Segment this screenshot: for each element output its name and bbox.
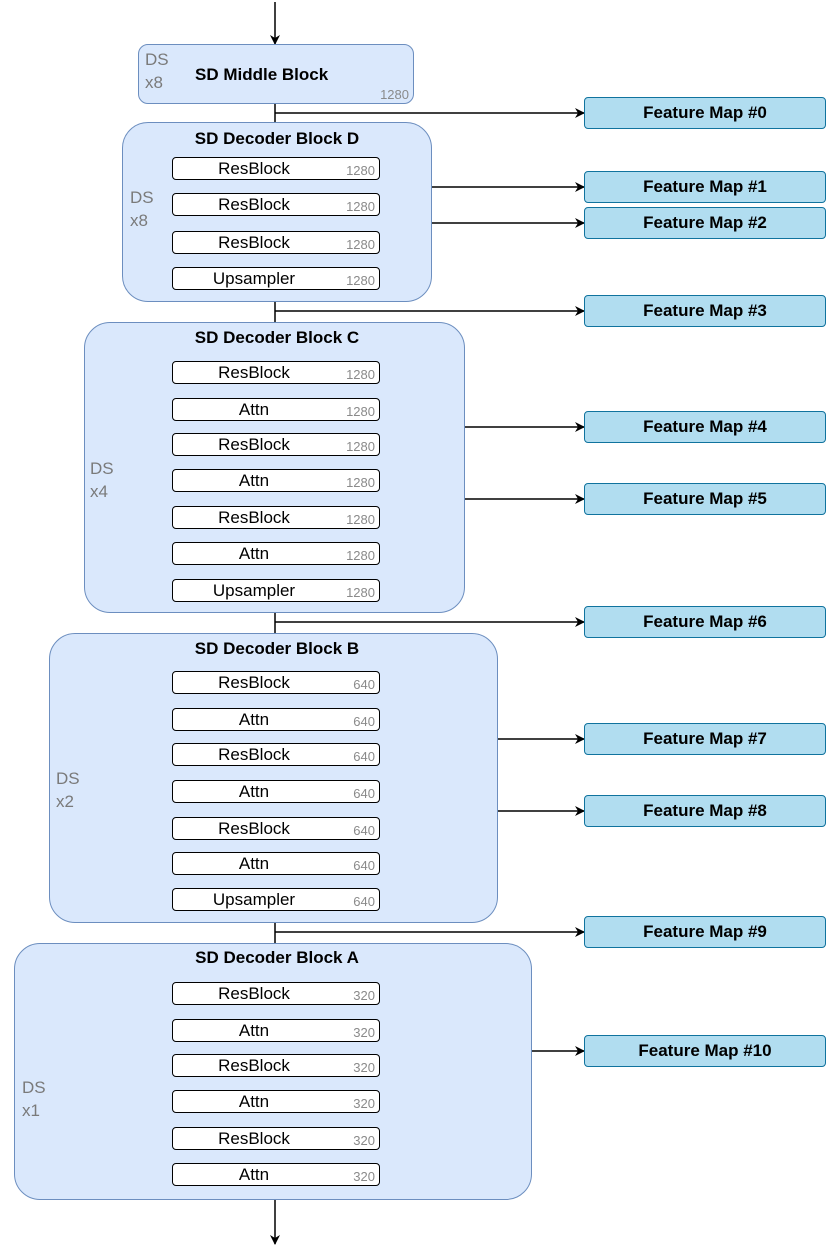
- layer-name: Attn: [238, 1021, 270, 1040]
- layer-resblock: ResBlock 1280: [172, 193, 380, 216]
- layer-name: ResBlock: [218, 363, 290, 382]
- layer-name: Attn: [238, 400, 270, 419]
- layer-channels: 640: [353, 677, 375, 692]
- middle-block-dim: 1280: [380, 87, 409, 102]
- feature-map-9: Feature Map #9: [584, 916, 826, 948]
- layer-name: ResBlock: [218, 233, 290, 252]
- layer-attn: Attn 320: [172, 1019, 380, 1042]
- layer-channels: 1280: [346, 237, 375, 252]
- feature-map-1: Feature Map #1: [584, 171, 826, 203]
- layer-channels: 1280: [346, 404, 375, 419]
- feature-map-4: Feature Map #4: [584, 411, 826, 443]
- feature-map-5: Feature Map #5: [584, 483, 826, 515]
- layer-channels: 320: [353, 1025, 375, 1040]
- layer-resblock: ResBlock 1280: [172, 506, 380, 529]
- layer-name: ResBlock: [218, 1129, 290, 1148]
- layer-name: ResBlock: [218, 819, 290, 838]
- layer-name: ResBlock: [218, 673, 290, 692]
- layer-name: Upsampler: [212, 890, 296, 909]
- layer-name: Attn: [238, 710, 270, 729]
- layer-channels: 1280: [346, 512, 375, 527]
- feature-map-10: Feature Map #10: [584, 1035, 826, 1067]
- layer-upsampler: Upsampler 1280: [172, 579, 380, 602]
- layer-attn: Attn 1280: [172, 469, 380, 492]
- layer-resblock: ResBlock 1280: [172, 433, 380, 456]
- layer-attn: Attn 320: [172, 1163, 380, 1186]
- layer-channels: 640: [353, 786, 375, 801]
- middle-block-ds-label: DS x8: [145, 50, 169, 92]
- layer-channels: 1280: [346, 367, 375, 382]
- layer-channels: 1280: [346, 163, 375, 178]
- layer-attn: Attn 640: [172, 780, 380, 803]
- feature-map-7: Feature Map #7: [584, 723, 826, 755]
- layer-attn: Attn 1280: [172, 398, 380, 421]
- layer-channels: 1280: [346, 548, 375, 563]
- layer-channels: 1280: [346, 585, 375, 600]
- decoder-block-title: SD Decoder Block C: [194, 328, 360, 347]
- feature-map-6: Feature Map #6: [584, 606, 826, 638]
- feature-map-8: Feature Map #8: [584, 795, 826, 827]
- layer-name: ResBlock: [218, 159, 290, 178]
- layer-name: Attn: [238, 854, 270, 873]
- layer-channels: 640: [353, 823, 375, 838]
- layer-channels: 320: [353, 1096, 375, 1111]
- layer-channels: 1280: [346, 439, 375, 454]
- layer-resblock: ResBlock 320: [172, 1127, 380, 1150]
- middle-block-title: SD Middle Block: [195, 65, 329, 84]
- layer-resblock: ResBlock 640: [172, 817, 380, 840]
- layer-name: Attn: [238, 1165, 270, 1184]
- feature-map-0: Feature Map #0: [584, 97, 826, 129]
- layer-resblock: ResBlock 640: [172, 743, 380, 766]
- layer-channels: 320: [353, 1060, 375, 1075]
- layer-channels: 320: [353, 988, 375, 1003]
- layer-name: Upsampler: [212, 581, 296, 600]
- layer-name: ResBlock: [218, 435, 290, 454]
- layer-channels: 640: [353, 858, 375, 873]
- layer-name: Attn: [238, 544, 270, 563]
- layer-name: ResBlock: [218, 1056, 290, 1075]
- layer-channels: 1280: [346, 273, 375, 288]
- decoder-block-title: SD Decoder Block D: [194, 129, 360, 148]
- layer-channels: 640: [353, 714, 375, 729]
- layer-name: Upsampler: [212, 269, 296, 288]
- layer-attn: Attn 640: [172, 852, 380, 875]
- layer-resblock: ResBlock 320: [172, 1054, 380, 1077]
- layer-resblock: ResBlock 1280: [172, 361, 380, 384]
- decoder-block-title: SD Decoder Block B: [194, 639, 360, 658]
- layer-name: ResBlock: [218, 195, 290, 214]
- layer-resblock: ResBlock 640: [172, 671, 380, 694]
- middle-block: DS x8 SD Middle Block 1280: [138, 44, 414, 104]
- layer-upsampler: Upsampler 640: [172, 888, 380, 911]
- layer-resblock: ResBlock 1280: [172, 231, 380, 254]
- layer-attn: Attn 1280: [172, 542, 380, 565]
- layer-channels: 1280: [346, 199, 375, 214]
- layer-channels: 640: [353, 749, 375, 764]
- layer-resblock: ResBlock 320: [172, 982, 380, 1005]
- decoder-block-title: SD Decoder Block A: [195, 948, 359, 967]
- layer-name: Attn: [238, 471, 270, 490]
- layer-channels: 1280: [346, 475, 375, 490]
- layer-name: ResBlock: [218, 745, 290, 764]
- layer-channels: 320: [353, 1169, 375, 1184]
- layer-upsampler: Upsampler 1280: [172, 267, 380, 290]
- layer-channels: 320: [353, 1133, 375, 1148]
- layer-name: ResBlock: [218, 984, 290, 1003]
- layer-name: Attn: [238, 782, 270, 801]
- feature-map-2: Feature Map #2: [584, 207, 826, 239]
- layer-channels: 640: [353, 894, 375, 909]
- layer-attn: Attn 640: [172, 708, 380, 731]
- layer-resblock: ResBlock 1280: [172, 157, 380, 180]
- feature-map-3: Feature Map #3: [584, 295, 826, 327]
- layer-attn: Attn 320: [172, 1090, 380, 1113]
- layer-name: Attn: [238, 1092, 270, 1111]
- layer-name: ResBlock: [218, 508, 290, 527]
